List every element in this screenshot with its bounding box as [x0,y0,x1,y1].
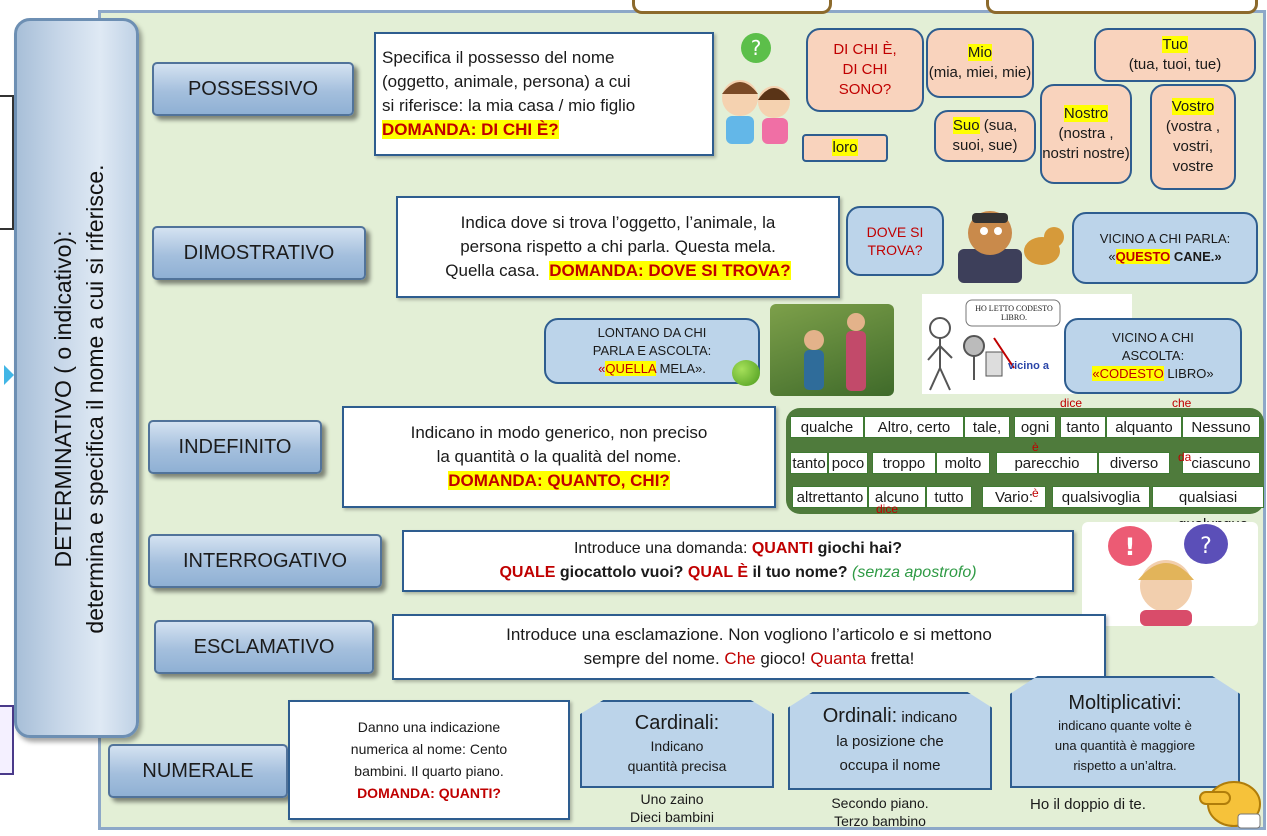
possessivo-question: DOMANDA: DI CHI È? [382,120,559,139]
tuo-forms: (tua, tuoi, tue) [1128,56,1222,73]
tuo-title: Tuo [1162,36,1188,53]
svg-text:?: ? [1200,534,1212,559]
svg-text:!: ! [1125,533,1136,561]
box-vostro: Vostro (vostra , vostri, vostre [1150,84,1236,190]
box-tuo: Tuo (tua, tuoi, tue) [1094,28,1256,82]
book-caption: HO LETTO CODESTO LIBRO. [975,304,1053,322]
indefinito-word-table: qualche Altro, certo tale, ogni tanto al… [786,408,1264,514]
note-e: è [1032,440,1039,454]
ordinali-examples: Secondo piano. Terzo bambino [831,795,929,829]
table-row: tanto poco troppo molto parecchio divers… [790,452,1260,474]
box-loro: loro [802,134,888,162]
label-indefinito: INDEFINITO [148,420,322,474]
box-nostro: Nostro (nostra , nostri nostre) [1040,84,1132,184]
nostro-forms: (nostra , nostri nostre) [1042,125,1130,162]
vicino-a-label: vicino a [1008,360,1049,372]
note-che: che [1172,396,1192,410]
note-da: da [1178,450,1192,464]
top-connector-left [632,0,832,14]
table-row: qualche Altro, certo tale, ogni tanto al… [790,416,1260,438]
note-e-2: è [1032,486,1039,500]
note-dice-2: dice [876,502,899,516]
determinativo-title-bar: DETERMINATIVO ( o indicativo): determina… [14,18,139,738]
label-numerale: NUMERALE [108,744,288,798]
label-dimostrativo: DIMOSTRATIVO [152,226,366,280]
walking-people-photo [770,304,894,396]
box-cardinali: Cardinali: Indicano quantità precisa [580,700,774,788]
kids-illustration: ? [716,30,796,150]
numerale-description: Danno una indicazione numerica al nome: … [288,700,570,820]
left-edge-fragment [0,95,14,230]
mio-title: Mio [967,44,993,61]
dimostrativo-description: Indica dove si trova l’oggetto, l’animal… [396,196,840,298]
man-with-dog-illustration [950,205,1070,283]
bubble-dove-si-trova: DOVE SI TROVA? [846,206,944,276]
svg-text:?: ? [751,36,762,60]
possessivo-line-2: (oggetto, animale, persona) a cui [382,72,631,91]
interrogativo-description: Introduce una domanda: QUANTI giochi hai… [402,530,1074,592]
suo-title: Suo [952,117,980,134]
esclamativo-line-1: Introduce una esclamazione. Non vogliono… [506,625,992,644]
apple-icon [732,360,760,386]
moltiplicativi-example: Ho il doppio di te. [1030,796,1146,813]
pointing-hand-icon [1196,770,1262,830]
bubble-vicino-chi-parla: VICINO A CHI PARLA: «QUESTO CANE.» [1072,212,1258,284]
bubble-vicino-chi-ascolta: VICINO A CHI ASCOLTA: «CODESTO LIBRO» [1064,318,1242,394]
box-suo: Suo (sua, suoi, sue) [934,110,1036,162]
label-possessivo: POSSESSIVO [152,62,354,116]
indefinito-question: DOMANDA: QUANTO, CHI? [448,471,670,490]
table-row: altrettanto alcuno tutto Vario: qualsivo… [790,486,1264,508]
indefinito-description: Indicano in modo generico, non preciso l… [342,406,776,508]
esclamativo-description: Introduce una esclamazione. Non vogliono… [392,614,1106,680]
thinking-child-illustration: ! ? [1082,522,1258,626]
pointer-arrow-icon [4,365,14,385]
dimostrativo-line-2: persona rispetto a chi parla. Questa mel… [460,237,776,256]
bubble-lontano: LONTANO DA CHI PARLA E ASCOLTA: «QUELLA … [544,318,760,384]
label-esclamativo: ESCLAMATIVO [154,620,374,674]
possessivo-description: Specifica il possesso del nome (oggetto,… [374,32,714,156]
box-ordinali: Ordinali: indicano la posizione che occu… [788,692,992,790]
box-moltiplicativi: Moltiplicativi: indicano quante volte è … [1010,676,1240,788]
title-line-1: DETERMINATIVO ( o indicativo): [50,230,76,568]
dimostrativo-question: DOMANDA: DOVE SI TROVA? [549,261,791,280]
cardinali-examples: Uno zaino Dieci bambini [629,791,715,825]
label-interrogativo: INTERROGATIVO [148,534,382,588]
bubble-di-chi: DI CHI È, DI CHI SONO? [806,28,924,112]
numerale-question: DOMANDA: QUANTI? [357,785,501,801]
indefinito-line-1: Indicano in modo generico, non preciso [410,423,708,442]
vostro-title: Vostro [1171,98,1215,115]
vostro-forms: (vostra , vostri, vostre [1165,118,1221,175]
note-dice: dice [1060,396,1083,410]
title-line-2: determina e specifica il nome a cui si r… [82,164,108,634]
box-mio: Mio (mia, miei, mie) [926,28,1034,98]
possessivo-line-1: Specifica il possesso del nome [382,48,615,67]
top-connector-right [986,0,1258,14]
nostro-title: Nostro [1063,105,1109,122]
dimostrativo-line-1: Indica dove si trova l’oggetto, l’animal… [460,213,776,232]
left-edge-fragment-2 [0,705,14,775]
indefinito-line-2: la quantità o la qualità del nome. [436,447,682,466]
mio-forms: (mia, miei, mie) [928,64,1032,81]
possessivo-line-3: si riferisce: la mia casa / mio figlio [382,96,636,115]
